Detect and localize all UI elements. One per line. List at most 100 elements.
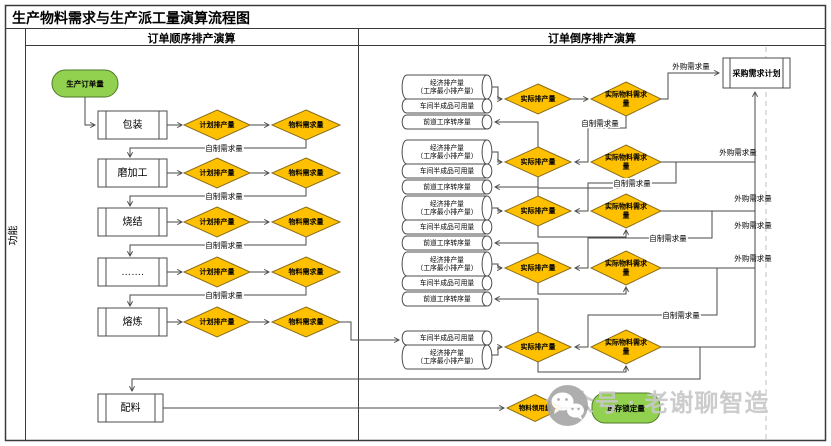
group-1-wip-cylinder-label: 车间半成品可用量	[420, 101, 475, 110]
selfmade-loop-2	[126, 188, 307, 208]
material-demand-diamond-5	[270, 306, 342, 338]
group-4-transfer-cylinder-label: 前道工序转序量	[423, 294, 471, 303]
group-3-transfer-cylinder-seam	[481, 235, 488, 251]
stock-lock-terminator-label: 库存锁定量	[607, 403, 645, 413]
group-4-transfer-cylinder-seam	[481, 291, 488, 307]
selfmade-right-2	[573, 162, 677, 215]
outsource-label-1: 外购需求量	[672, 61, 710, 71]
plan-output-diamond-1	[182, 109, 252, 141]
group-4-wip-cylinder-seam	[481, 275, 488, 291]
group-1-economic-cylinder-seam	[481, 74, 488, 100]
group-3-economic-cylinder-seam	[481, 195, 488, 221]
transfer-feed-5-to-4	[493, 295, 539, 332]
group-1-transfer-cylinder-label: 前道工序转序量	[423, 117, 471, 126]
group-2-actual-material-diamond	[589, 144, 663, 180]
transfer-feed-2-to-1	[493, 118, 539, 147]
group-1-transfer-cylinder-seam	[481, 114, 488, 130]
group-4-wip-cylinder-label: 车间半成品可用量	[420, 278, 475, 287]
stock-lock-terminator	[591, 392, 661, 424]
group-4-economic-cylinder-seam	[481, 251, 488, 277]
outsource-label-3: 外购需求量	[734, 193, 772, 203]
group-5-plan-to-material	[537, 362, 630, 373]
group-1-actual-plan-diamond	[503, 83, 573, 115]
plan-output-diamond-5-label: 计划排产量	[200, 317, 235, 326]
outer-border	[4, 4, 827, 442]
group-5-economic-cylinder-label: 经济排产量（工序最小排产量）	[416, 348, 477, 365]
group-4-actual-material-diamond-label: 实际物料需求量	[605, 258, 648, 276]
smelting-to-wip-cylinder	[340, 321, 401, 344]
selfmade-right-label-1: 自制需求量	[581, 118, 619, 128]
process-3-label: 烧结	[123, 215, 143, 228]
selfmade-right-label-4: 自制需求量	[662, 310, 700, 320]
plan-output-diamond-1-label: 计划排产量	[200, 120, 235, 129]
group-3-actual-material-diamond	[589, 193, 663, 229]
group-1-stack-to-actual-plan	[492, 86, 504, 103]
outsource-label-2: 外购需求量	[719, 147, 757, 157]
material-demand-diamond-2-label: 物料需求量	[289, 168, 324, 177]
group-5-actual-material-diamond	[589, 329, 663, 365]
group-3-wip-cylinder-seam	[481, 219, 488, 235]
group-2-actual-material-diamond-label: 实际物料需求量	[605, 152, 648, 170]
group-1-actual-material-diamond	[589, 81, 663, 117]
selfmade-right-4	[573, 268, 718, 351]
material-demand-diamond-4-label: 物料需求量	[289, 267, 324, 276]
outsource-label-5: 外购需求量	[734, 253, 772, 263]
selfmade-right-3	[573, 211, 713, 272]
transfer-feed-4-to-3	[493, 239, 539, 253]
group-3-actual-plan-diamond-label: 实际排产量	[521, 206, 556, 215]
plan-output-diamond-4-label: 计划排产量	[200, 267, 235, 276]
process-4	[97, 257, 168, 287]
group-2-transfer-cylinder-label: 前道工序转序量	[423, 182, 471, 191]
group-5-economic-cylinder-seam	[481, 344, 488, 370]
process-2	[97, 158, 168, 188]
feed-to-batching	[128, 347, 701, 393]
plan-output-diamond-4	[182, 256, 252, 288]
purchase-demand-plan	[722, 57, 791, 89]
group-1-economic-cylinder-label: 经济排产量（工序最小排产量）	[416, 78, 477, 95]
material-demand-diamond-5-label: 物料需求量	[289, 317, 324, 326]
group-3-wip-cylinder-label: 车间半成品可用量	[420, 222, 475, 231]
selfmade-loop-label-4: 自制需求量	[205, 290, 243, 300]
group-4-plan-to-material	[537, 283, 630, 295]
process-2-label: 磨加工	[118, 167, 148, 179]
process-batching	[97, 393, 164, 423]
process-3	[97, 207, 168, 237]
outsource-label-4: 外购需求量	[734, 220, 772, 230]
selfmade-loop-label-3: 自制需求量	[205, 240, 243, 250]
selfmade-loop-1	[126, 140, 307, 159]
selfmade-loop-3	[126, 237, 307, 258]
start-production-order-label: 生产订单量	[66, 78, 104, 88]
plan-output-diamond-3	[182, 206, 252, 238]
material-demand-diamond-1-label: 物料需求量	[289, 120, 324, 129]
group-1-actual-material-diamond-label: 实际物料需求量	[605, 89, 648, 107]
process-4-label: …….	[121, 267, 144, 278]
group-4-economic-cylinder-label: 经济排产量（工序最小排产量）	[416, 255, 477, 272]
selfmade-right-label-3: 自制需求量	[649, 233, 687, 243]
group-2-economic-cylinder-label: 经济排产量（工序最小排产量）	[416, 143, 477, 160]
group-3-economic-cylinder-label: 经济排产量（工序最小排产量）	[416, 199, 477, 216]
group-2-transfer-cylinder-seam	[481, 179, 488, 195]
group-1-actual-plan-diamond-label: 实际排产量	[521, 94, 556, 103]
plan-output-diamond-5	[182, 306, 252, 338]
material-demand-diamond-3-label: 物料需求量	[289, 217, 324, 226]
group-3-transfer-cylinder-label: 前道工序转序量	[423, 238, 471, 247]
group-3-actual-material-diamond-label: 实际物料需求量	[605, 201, 648, 219]
transfer-feed-3-to-2	[493, 183, 539, 196]
group-2-wip-cylinder-label: 车间半成品可用量	[420, 166, 475, 175]
group-2-plan-to-material	[537, 177, 630, 189]
selfmade-loop-label-2: 自制需求量	[205, 191, 243, 201]
group-2-actual-plan-diamond-label: 实际排产量	[521, 157, 556, 166]
process-5-label: 熔炼	[123, 315, 143, 328]
material-issue-diamond-label: 物料领用量	[519, 403, 552, 412]
selfmade-right-1	[573, 116, 627, 166]
group-5-actual-material-diamond-label: 实际物料需求量	[605, 337, 648, 355]
group-2-economic-cylinder-seam	[481, 139, 488, 165]
group-3-stack-to-actual-plan	[492, 207, 504, 215]
group-4-actual-plan-diamond-label: 实际排产量	[521, 263, 556, 272]
group-5-actual-plan-diamond-label: 实际排产量	[521, 342, 556, 351]
purchase-demand-plan-label: 采购需求计划	[732, 68, 781, 78]
group-2-wip-cylinder-seam	[481, 163, 488, 179]
selfmade-right-label-2: 自制需求量	[613, 178, 651, 188]
group-4-stack-to-actual-plan	[492, 263, 504, 272]
